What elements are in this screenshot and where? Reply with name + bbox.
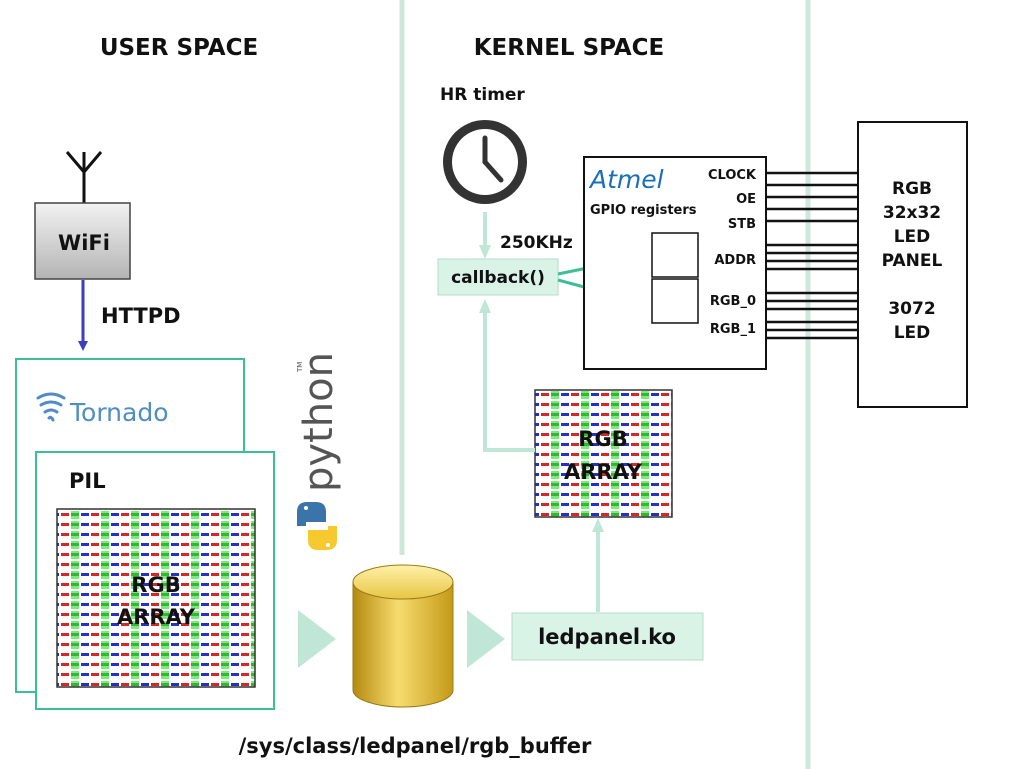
ledpanel-module-box (511, 612, 704, 661)
antenna-icon (65, 151, 103, 203)
python-trademark: TM (296, 362, 304, 373)
panel-label-line3: LED (894, 227, 931, 247)
flow-arrow-sysfs-to-module (467, 610, 505, 668)
tornado-logo-text: Tornado (69, 398, 169, 427)
pil-array-label-line1: RGB (131, 573, 180, 597)
tornado-logo-icon (36, 392, 66, 422)
atmel-logo-text: Atmel (588, 165, 664, 194)
clock-icon (443, 120, 527, 204)
python-logo-icon: python TM (296, 352, 342, 550)
panel-label-line1: RGB (892, 179, 932, 199)
sysfs-path-label: /sys/class/ledpanel/rgb_buffer (239, 734, 592, 758)
gpio-registers-label: GPIO registers (590, 203, 697, 218)
signal-wires (766, 171, 858, 340)
wifi-label: WiFi (58, 231, 110, 255)
flow-arrow-array-to-callback (479, 299, 535, 452)
rgb-register-cell (651, 278, 699, 324)
python-logo-text: python (296, 352, 342, 492)
signal-addr-label: ADDR (714, 253, 756, 268)
signal-rgb1-label: RGB_1 (710, 322, 756, 337)
callback-label: callback() (451, 268, 545, 288)
kernel-array-label-line1: RGB (578, 427, 627, 451)
kernel-array-label-line2: ARRAY (564, 460, 643, 484)
timer-frequency-label: 250KHz (500, 233, 573, 253)
ledpanel-module-label: ledpanel.ko (538, 625, 676, 649)
flow-arrow-pil-to-sysfs (298, 610, 336, 668)
database-cylinder-icon (352, 564, 454, 708)
kernel-rgb-array (534, 389, 673, 518)
user-space-title: USER SPACE (100, 35, 258, 61)
led-panel-box (857, 121, 968, 408)
hr-timer-label: HR timer (440, 85, 525, 105)
callback-box (437, 258, 559, 296)
pil-label: PIL (69, 469, 106, 493)
signal-oe-label: OE (736, 192, 756, 207)
pil-array-label-line2: ARRAY (117, 605, 196, 629)
panel-label-line2: 32x32 (883, 203, 941, 223)
httpd-label: HTTPD (101, 304, 181, 328)
wifi-box (34, 202, 131, 280)
panel-label-line6: LED (894, 323, 931, 343)
pil-rgb-array (56, 508, 256, 688)
addr-register-cell (651, 232, 699, 278)
signal-rgb0-label: RGB_0 (710, 294, 756, 309)
kernel-space-title: KERNEL SPACE (474, 35, 665, 61)
panel-label-line4: PANEL (882, 251, 943, 271)
signal-stb-label: STB (728, 217, 756, 232)
panel-label-line5: 3072 (888, 299, 935, 319)
signal-clock-label: CLOCK (708, 168, 757, 183)
